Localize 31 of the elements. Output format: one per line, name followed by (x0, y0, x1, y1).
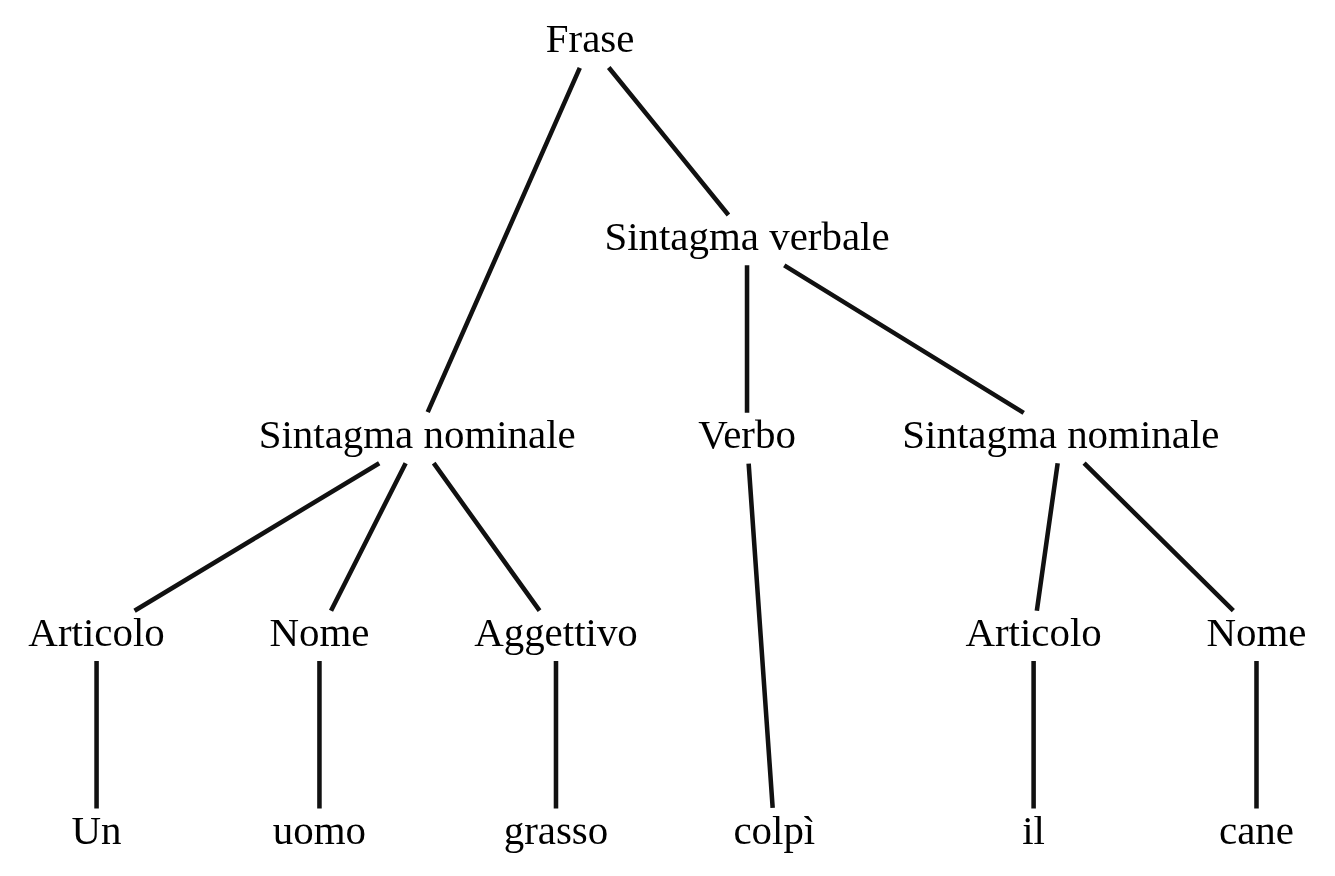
node-text: Articolo (27, 609, 165, 655)
node-text: Sintagma verbale (603, 214, 890, 260)
node-text: grasso (503, 807, 608, 853)
connector (328, 462, 408, 612)
node-text: Aggettivo (473, 609, 638, 655)
connector (93, 661, 99, 809)
node-text: Un (71, 807, 122, 853)
connector (782, 263, 1025, 415)
node-text: Frase (545, 16, 634, 62)
node-text: uomo (272, 807, 366, 853)
connector (425, 66, 582, 413)
connector (553, 661, 558, 809)
node-text: Sintagma nominale (901, 412, 1219, 458)
connector (431, 461, 541, 612)
connector (1082, 461, 1235, 613)
connector (316, 661, 322, 809)
node-text: cane (1218, 807, 1294, 853)
node-text: colpì (732, 807, 815, 853)
connector (1034, 462, 1060, 611)
connector (606, 66, 730, 217)
node-text: Nome (268, 609, 369, 655)
node-text: Articolo (964, 609, 1102, 655)
node-text: Nome (1205, 609, 1306, 655)
node-text: Verbo (697, 412, 796, 458)
connector (132, 461, 380, 613)
node-text: Sintagma nominale (258, 412, 576, 458)
connector (745, 463, 775, 808)
connector (1253, 661, 1259, 809)
connector (1030, 661, 1036, 809)
connector (744, 265, 749, 413)
node-text: il (1021, 807, 1045, 853)
